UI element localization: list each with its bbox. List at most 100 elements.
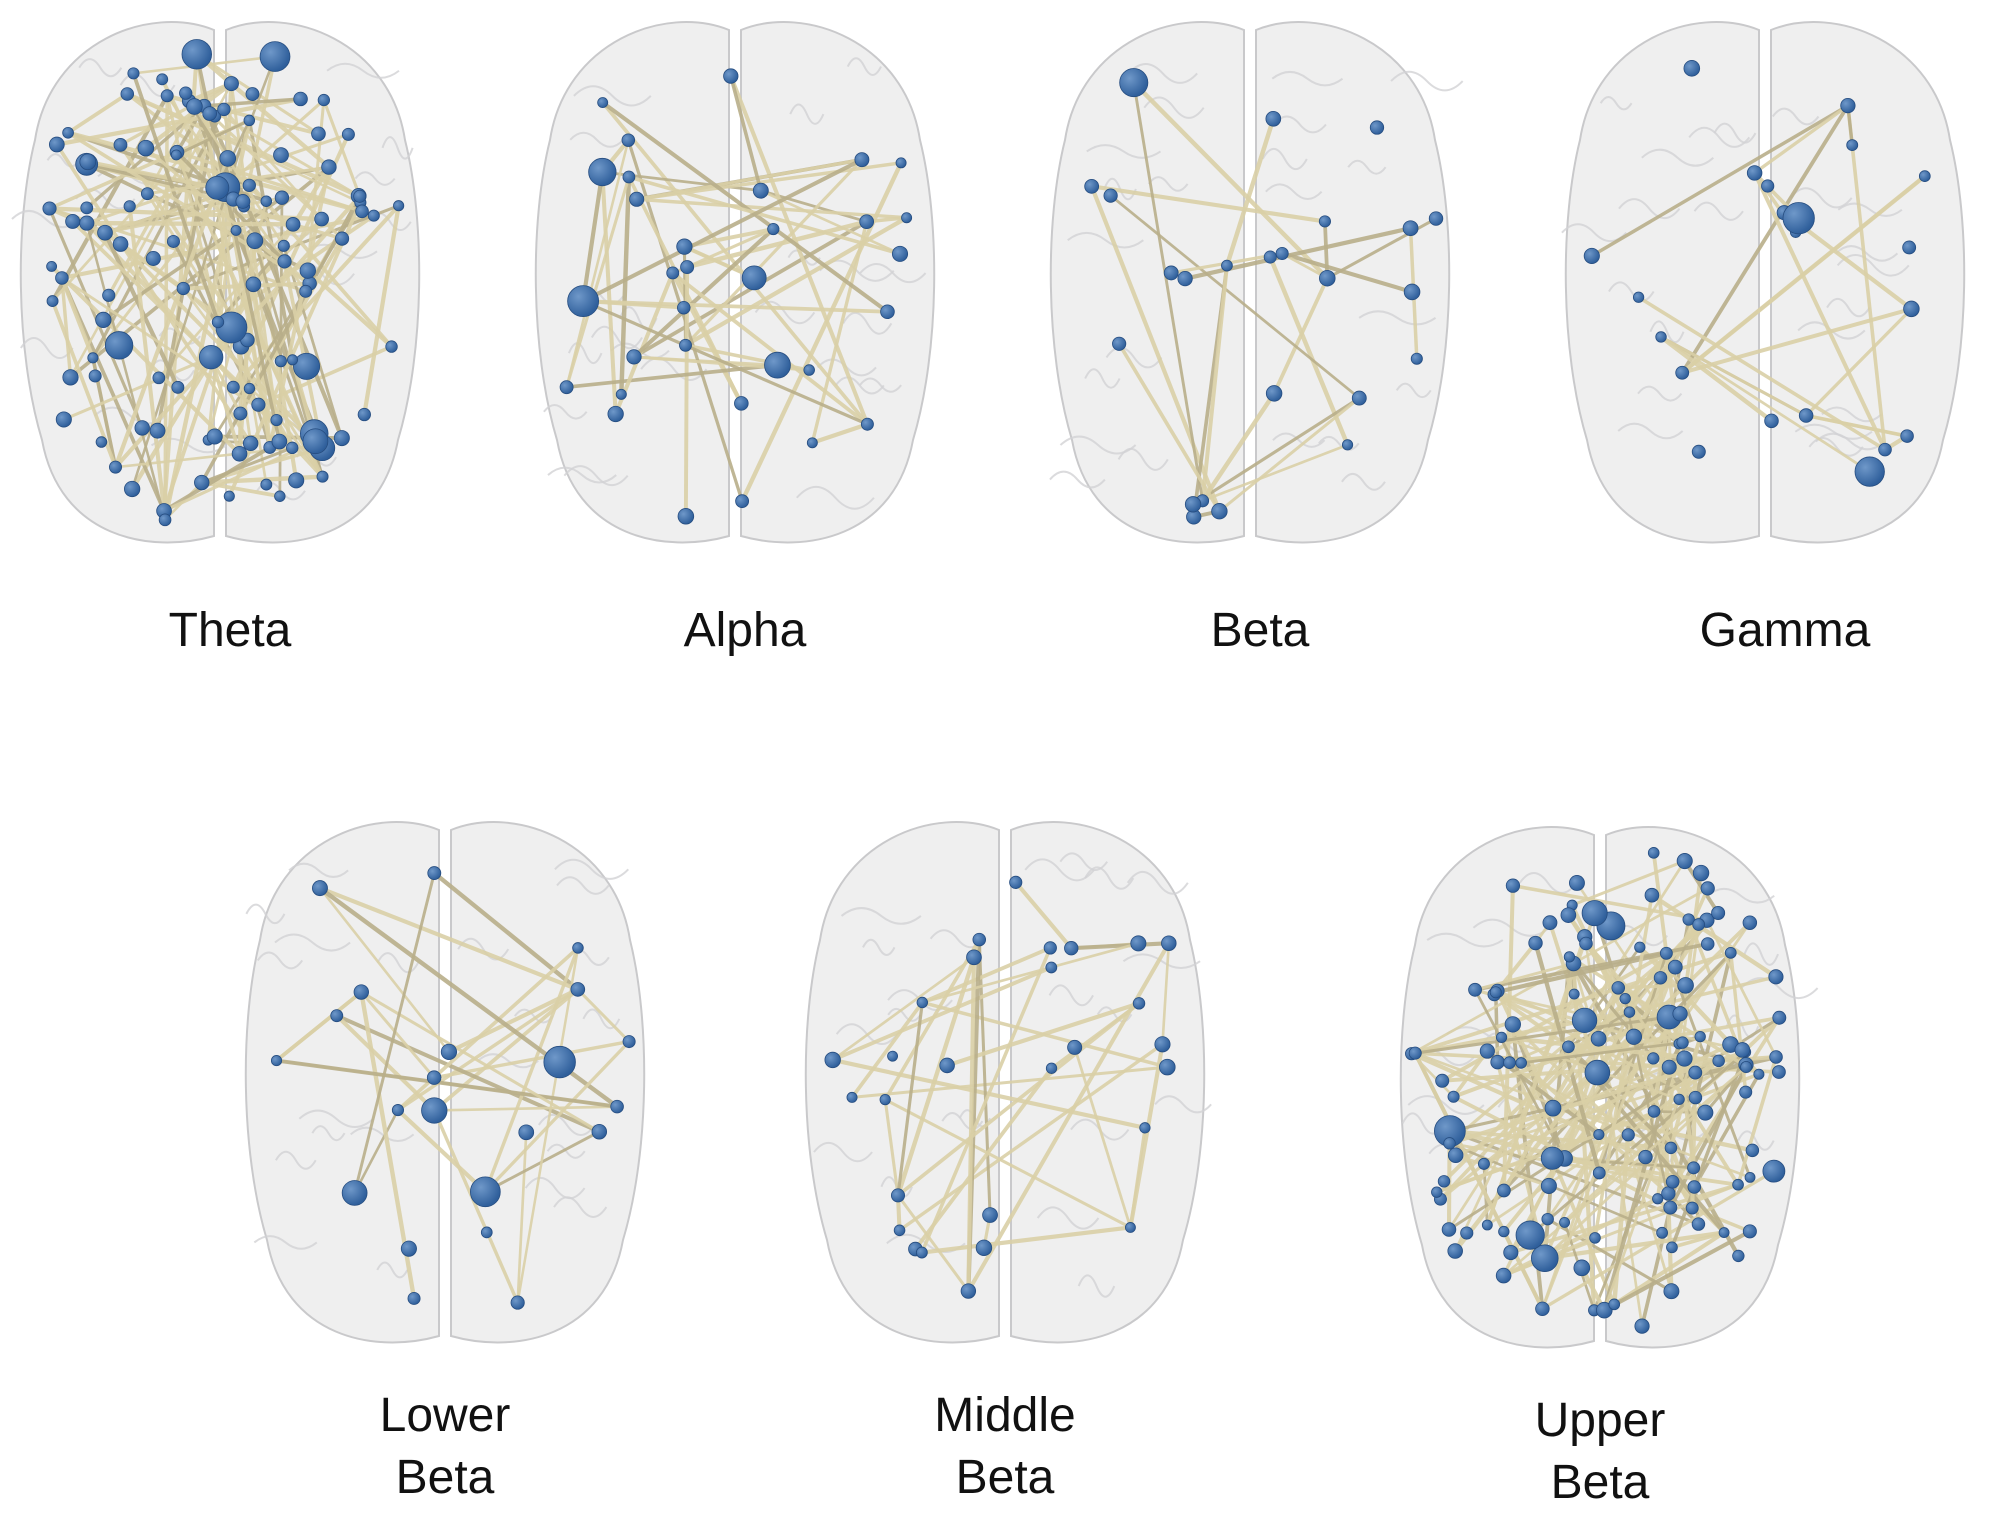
network-node — [1139, 1122, 1151, 1134]
network-edge — [201, 480, 281, 499]
hemisphere-left — [244, 821, 440, 1344]
network-node — [891, 245, 909, 262]
network-node — [1503, 1244, 1519, 1261]
network-edge — [1117, 342, 1221, 513]
network-node — [591, 1123, 608, 1140]
network-edge — [275, 990, 363, 1063]
network-edge — [582, 157, 863, 303]
node-group — [559, 68, 913, 525]
network-edge — [1752, 172, 1887, 451]
network-node — [231, 445, 248, 462]
network-edge — [1410, 1052, 1455, 1098]
gyrus — [78, 58, 123, 78]
network-edge — [1628, 923, 1700, 1014]
network-edge — [636, 197, 907, 220]
network-node — [1691, 1217, 1706, 1231]
network-edge — [895, 956, 977, 1197]
network-node — [975, 1239, 993, 1257]
network-edge — [1618, 983, 1686, 990]
network-node — [982, 1207, 998, 1223]
panel-theta: Theta — [0, 0, 440, 657]
network-node — [1579, 936, 1593, 951]
network-edge — [1272, 277, 1330, 395]
network-node — [242, 178, 256, 192]
gyrus — [354, 171, 396, 186]
network-node — [610, 1099, 624, 1114]
network-node — [104, 331, 134, 360]
network-node — [1712, 1054, 1725, 1068]
gyrus — [573, 85, 652, 107]
network-node — [299, 262, 316, 279]
network-node — [1675, 365, 1690, 380]
network-node — [1477, 1157, 1490, 1170]
gyrus — [275, 1150, 317, 1170]
gyrus — [1271, 70, 1344, 87]
network-edge — [1436, 1133, 1600, 1194]
network-node — [518, 1124, 535, 1141]
network-edge — [1109, 194, 1361, 400]
network-node — [55, 411, 72, 428]
network-edge — [831, 956, 975, 1062]
network-node — [286, 441, 299, 455]
network-node — [887, 1050, 899, 1062]
network-node — [421, 1097, 448, 1124]
network-node — [149, 422, 166, 439]
network-node — [270, 1055, 283, 1067]
network-node — [1589, 1232, 1601, 1244]
network-node — [966, 949, 982, 966]
network-edge — [1691, 1206, 1751, 1233]
gyrus — [1649, 320, 1685, 344]
network-node — [1798, 408, 1814, 423]
network-node — [1351, 390, 1367, 406]
gyrus — [1147, 176, 1189, 192]
panel-label-gamma: Gamma — [1685, 600, 1885, 662]
network-node — [1676, 853, 1693, 870]
network-node — [1692, 864, 1710, 882]
network-node — [1515, 1057, 1527, 1069]
network-node — [273, 147, 289, 163]
panel-label-theta: Theta — [150, 600, 310, 662]
network-node — [1119, 68, 1149, 98]
network-edge — [1455, 1153, 1550, 1188]
network-node — [1682, 913, 1695, 926]
network-node — [426, 1070, 442, 1085]
network-node — [285, 217, 301, 232]
gyrus — [547, 466, 617, 484]
gyrus — [941, 1112, 984, 1131]
network-edge — [896, 1002, 924, 1196]
network-node — [137, 139, 155, 157]
network-node — [1341, 439, 1354, 451]
network-node — [1596, 1301, 1613, 1319]
network-node — [567, 285, 600, 318]
network-node — [1125, 1222, 1136, 1233]
gyrus — [1127, 62, 1198, 84]
network-node — [1265, 385, 1283, 402]
network-node — [1437, 1175, 1451, 1188]
network-edge — [1660, 335, 1807, 417]
network-node — [972, 932, 987, 947]
network-node — [1318, 215, 1331, 228]
network-edge — [222, 108, 323, 220]
network-edge — [483, 947, 580, 1193]
network-node — [1408, 1046, 1422, 1060]
network-node — [735, 494, 750, 509]
network-edge — [1161, 943, 1171, 1045]
gyrus — [381, 136, 414, 160]
network-node — [480, 1226, 493, 1239]
panel-gamma: Gamma — [1545, 0, 1985, 657]
gyrus — [1641, 148, 1715, 167]
hemisphere-right — [740, 21, 936, 544]
network-edge — [1132, 81, 1329, 280]
gyrus — [298, 1109, 374, 1128]
gyrus — [376, 952, 419, 974]
network-edge — [60, 277, 73, 378]
network-edge — [896, 1001, 1141, 1197]
network-edge — [1071, 941, 1169, 951]
network-edge — [1413, 1052, 1545, 1310]
gyrus — [1740, 977, 1819, 1000]
network-node — [1402, 220, 1419, 237]
gyrus — [789, 103, 825, 125]
network-node — [1410, 352, 1423, 365]
panel-lower-beta: Lower Beta — [225, 800, 665, 1504]
network-node — [194, 474, 210, 491]
